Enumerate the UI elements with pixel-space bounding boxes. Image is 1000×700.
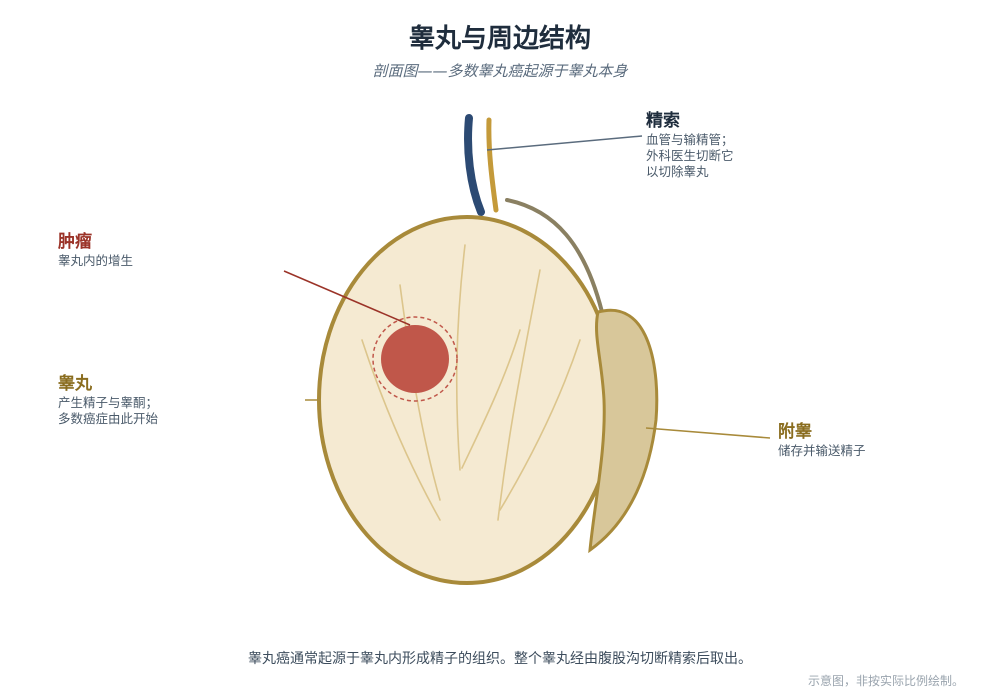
tumor: [381, 325, 449, 393]
tumor-halo: [372, 316, 458, 402]
epididymis-duct: [505, 198, 604, 314]
label-spermatic-cord-name: 精索: [646, 111, 680, 131]
label-epididymis-name: 附睾: [778, 422, 812, 442]
cord-vein: [464, 114, 485, 216]
testis-lobule-lines: [361, 244, 581, 521]
leader-tumor: [283, 270, 411, 326]
label-tumor-name: 肿瘤: [58, 232, 92, 252]
label-tumor: 肿瘤 睾丸内的增生: [58, 231, 133, 269]
label-testis: 睾丸 产生精子与睾酮； 多数癌症由此开始: [58, 373, 158, 427]
caption: 睾丸癌通常起源于睾丸内形成精子的组织。整个睾丸经由腹股沟切断精索后取出。: [248, 651, 752, 667]
label-tumor-desc: 睾丸内的增生: [58, 253, 134, 268]
label-testis-name: 睾丸: [58, 374, 92, 394]
label-spermatic-cord: 精索 血管与输精管； 外科医生切断它 以切除睾丸: [646, 110, 734, 180]
label-testis-desc: 产生精子与睾酮； 多数癌症由此开始: [58, 395, 159, 426]
testis-body: [317, 215, 617, 585]
leader-epididymis: [645, 427, 771, 439]
footnote: 示意图，非按实际比例绘制。: [807, 674, 964, 688]
cord-vas: [486, 117, 499, 213]
leader-cord: [486, 135, 643, 151]
label-epididymis: 附睾 储存并输送精子: [778, 421, 866, 459]
label-epididymis-desc: 储存并输送精子: [778, 443, 866, 458]
page-subtitle: 剖面图——多数睾丸癌起源于睾丸本身: [372, 62, 628, 80]
label-spermatic-cord-desc: 血管与输精管； 外科医生切断它 以切除睾丸: [646, 132, 734, 179]
epididymis: [588, 308, 659, 554]
page-title: 睾丸与周边结构: [408, 24, 591, 54]
